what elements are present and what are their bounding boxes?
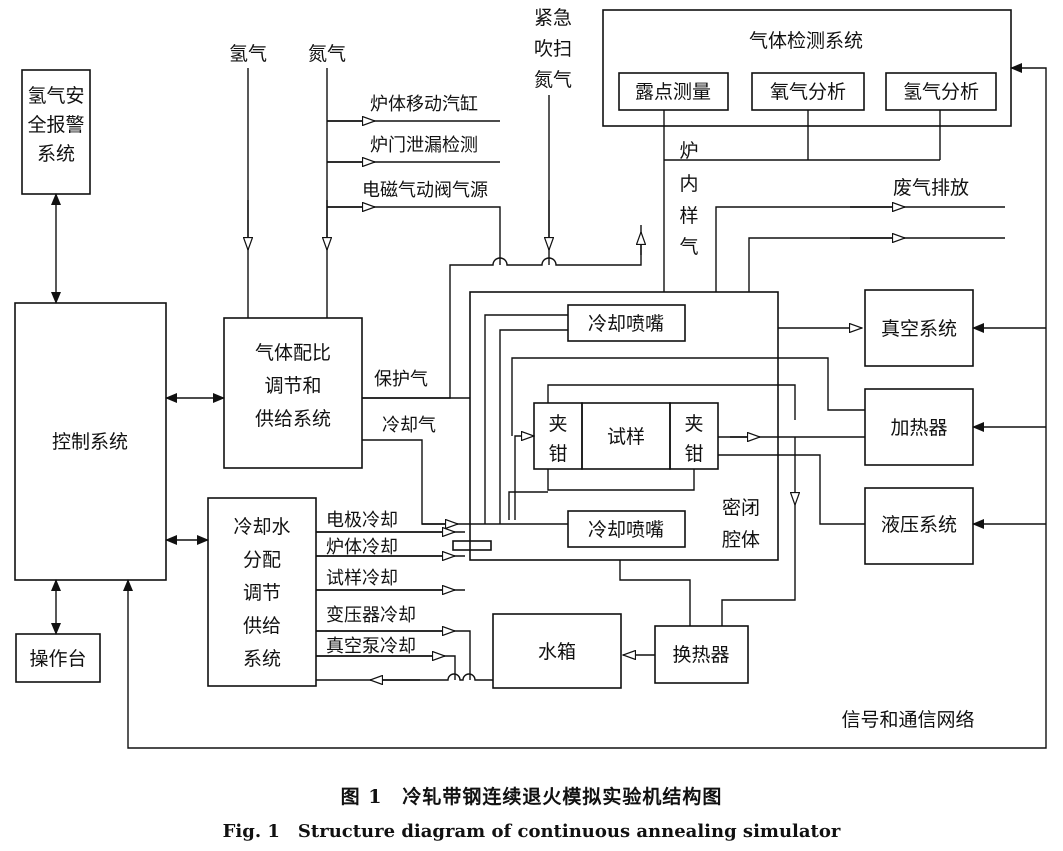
emergency-label-3: 氮气 bbox=[534, 69, 572, 91]
cooling-water-label-5: 系统 bbox=[243, 648, 281, 670]
transformer-cool-label: 变压器冷却 bbox=[326, 605, 416, 626]
heater-cable-2 bbox=[547, 384, 796, 420]
emergency-label-2: 吹扫 bbox=[534, 38, 572, 60]
sample-cool-label: 试样冷却 bbox=[326, 568, 398, 589]
valve-source-label: 电磁气动阀气源 bbox=[362, 180, 488, 201]
nozzle-bottom-label: 冷却喷嘴 bbox=[588, 519, 664, 541]
h2-alarm-label: 氢气安 bbox=[27, 85, 84, 107]
furnace-sample-label-2: 内 bbox=[679, 173, 698, 195]
valve-source-line bbox=[327, 206, 501, 265]
network-label: 信号和通信网络 bbox=[841, 709, 974, 731]
sealed-label: 密闭 bbox=[722, 497, 760, 519]
heat-exchanger-label: 换热器 bbox=[672, 644, 729, 666]
dew-point-label: 露点测量 bbox=[635, 81, 711, 103]
heater-label: 加热器 bbox=[890, 417, 947, 439]
clamp-left-label: 夹 bbox=[548, 413, 567, 435]
control-system-label: 控制系统 bbox=[52, 431, 128, 453]
water-tank-label: 水箱 bbox=[538, 641, 576, 663]
network-line bbox=[123, 63, 1047, 749]
exhaust-line-1 bbox=[715, 206, 1005, 292]
cooling-water-label-3: 调节 bbox=[243, 582, 281, 604]
clamp-right-label-2: 钳 bbox=[684, 443, 703, 465]
cylinder-label: 炉体移动汽缸 bbox=[370, 93, 478, 115]
door-leak-label: 炉门泄漏检测 bbox=[370, 135, 478, 156]
h2-alarm-label-3: 系统 bbox=[37, 143, 75, 165]
exhaust-label: 废气排放 bbox=[893, 177, 969, 199]
electrode-cool-label: 电极冷却 bbox=[326, 510, 398, 531]
nitrogen-label: 氮气 bbox=[308, 43, 346, 65]
furnace-sample-label-4: 气 bbox=[679, 236, 698, 258]
figure-caption-en: Fig. 1 Structure diagram of continuous a… bbox=[222, 821, 841, 842]
gas-mix-label: 气体配比 bbox=[255, 342, 331, 364]
vacuum-pump-cool-line bbox=[316, 655, 456, 680]
sensor-block bbox=[452, 540, 492, 551]
clamp-right-label: 夹 bbox=[684, 413, 703, 435]
figure-caption-cn: 图 1 冷轧带钢连续退火模拟实验机结构图 bbox=[340, 786, 723, 808]
sealed-label-2: 腔体 bbox=[722, 529, 760, 551]
cool-gas-label: 冷却气 bbox=[382, 415, 436, 436]
h2-alarm-label-2: 全报警 bbox=[27, 114, 84, 136]
h2-analysis-label: 氢气分析 bbox=[903, 81, 979, 103]
water-tank-box bbox=[492, 613, 622, 689]
hydrogen-label: 氢气 bbox=[229, 43, 267, 65]
cooling-water-label-2: 分配 bbox=[243, 549, 281, 571]
furnace-sample-label-3: 样 bbox=[679, 205, 698, 227]
hydraulic-label: 液压系统 bbox=[881, 514, 957, 536]
sample-label: 试样 bbox=[607, 426, 645, 448]
cooling-water-label-4: 供给 bbox=[243, 615, 281, 637]
chamber-exchanger-line bbox=[619, 560, 691, 626]
oxygen-label: 氧气分析 bbox=[770, 81, 846, 103]
cool-gas-line bbox=[362, 439, 568, 525]
protect-gas-label: 保护气 bbox=[374, 369, 428, 390]
furnace-cool-label: 炉体冷却 bbox=[326, 537, 398, 558]
cooling-water-label: 冷却水 bbox=[233, 516, 290, 538]
console-label: 操作台 bbox=[29, 648, 86, 670]
vacuum-pump-cool-label: 真空泵冷却 bbox=[326, 636, 416, 657]
return-water-line bbox=[316, 673, 493, 681]
heater-cable-1 bbox=[511, 357, 865, 436]
vacuum-label: 真空系统 bbox=[881, 318, 957, 340]
gas-detect-box bbox=[602, 9, 1012, 127]
emergency-label: 紧急 bbox=[534, 7, 572, 29]
furnace-sample-label: 炉 bbox=[679, 140, 698, 162]
gas-mix-label-2: 调节和 bbox=[264, 375, 321, 397]
gas-detect-label: 气体检测系统 bbox=[749, 30, 863, 52]
exhaust-line-2 bbox=[748, 237, 1005, 292]
gas-mix-label-3: 供给系统 bbox=[255, 408, 331, 430]
protect-gas-line bbox=[362, 225, 642, 399]
nozzle-top-label: 冷却喷嘴 bbox=[588, 313, 664, 335]
hydraulic-line bbox=[718, 454, 865, 525]
clamp-left-label-2: 钳 bbox=[548, 443, 567, 465]
